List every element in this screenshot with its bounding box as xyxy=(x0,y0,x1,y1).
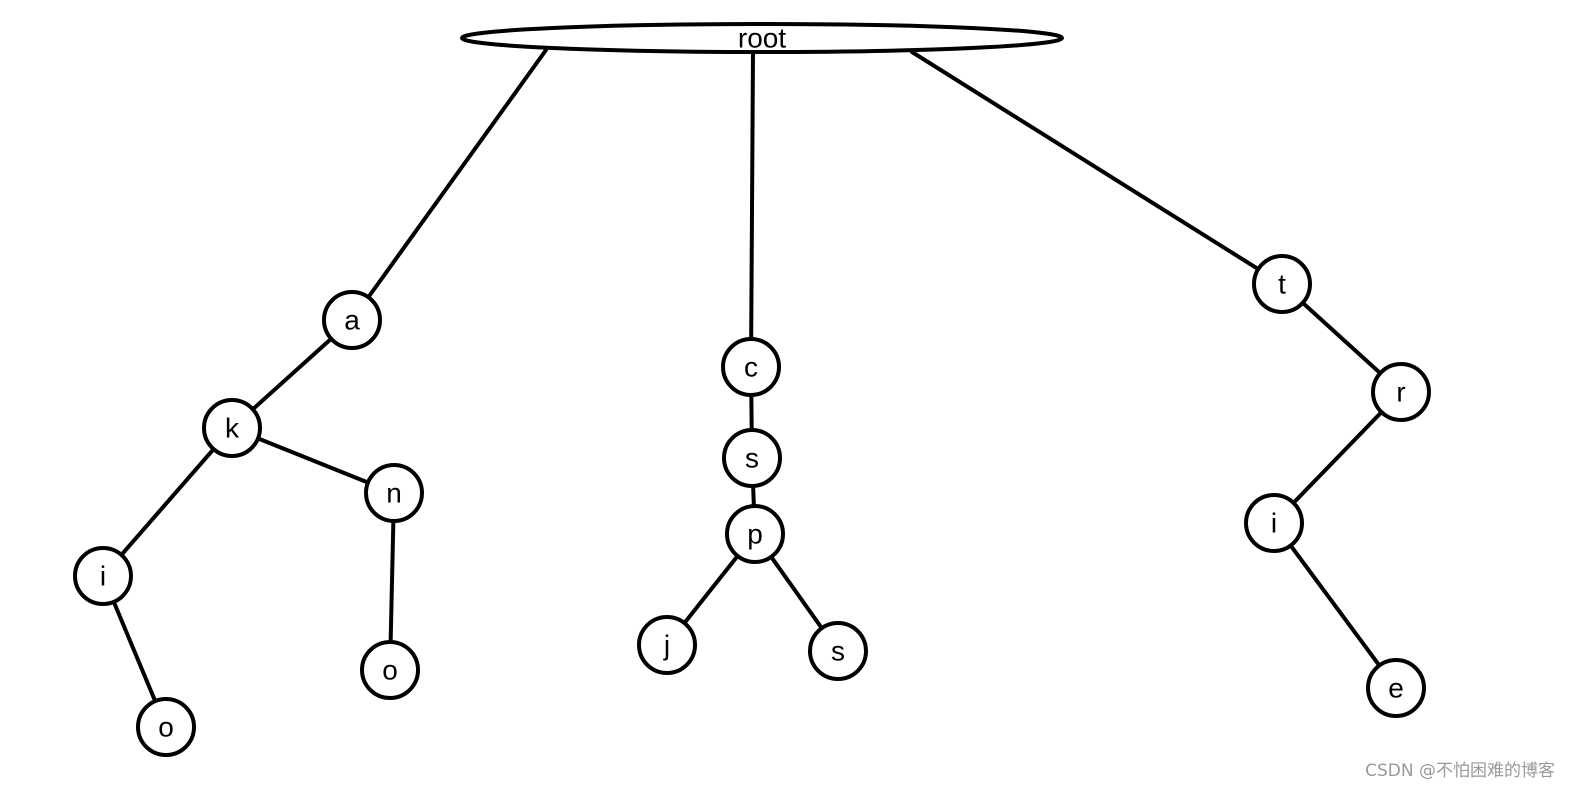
node-t-shape xyxy=(1252,254,1312,314)
node-i1-shape xyxy=(73,546,133,606)
node-n-shape xyxy=(364,463,424,523)
node-k-shape xyxy=(202,398,262,458)
node-s2-shape xyxy=(808,621,868,681)
node-e-shape xyxy=(1366,658,1426,718)
node-a-shape xyxy=(322,290,382,350)
node-k: k xyxy=(202,398,262,458)
node-e: e xyxy=(1366,658,1426,718)
node-s2-label: s xyxy=(831,636,845,667)
node-p: p xyxy=(725,504,785,564)
node-i2: i xyxy=(1244,493,1304,553)
node-e-label: e xyxy=(1388,673,1404,704)
node-o1-label: o xyxy=(158,712,174,743)
node-s1-label: s xyxy=(745,443,759,474)
edge-root-t xyxy=(910,50,1284,286)
node-j-shape xyxy=(637,615,697,675)
node-s2: s xyxy=(808,621,868,681)
edge-i2-e xyxy=(1272,521,1398,690)
node-c-shape xyxy=(721,337,781,397)
node-j-label: j xyxy=(663,630,670,661)
node-i2-shape xyxy=(1244,493,1304,553)
node-o2: o xyxy=(360,640,420,700)
node-o1: o xyxy=(136,697,196,757)
node-root: root xyxy=(460,22,1064,54)
node-n-label: n xyxy=(386,478,402,509)
node-layer: root a k i o n o c s p j s t r i e xyxy=(73,22,1431,757)
edge-r-i2 xyxy=(1272,390,1403,525)
node-j: j xyxy=(637,615,697,675)
node-root-shape xyxy=(460,22,1064,54)
node-c-label: c xyxy=(744,352,758,383)
node-s1-shape xyxy=(722,428,782,488)
node-r-shape xyxy=(1371,362,1431,422)
edge-root-a xyxy=(350,48,548,322)
node-r-label: r xyxy=(1396,377,1405,408)
csdn-watermark: CSDN @不怕困难的博客 xyxy=(1365,761,1555,781)
node-p-label: p xyxy=(747,519,763,550)
edge-k-i1 xyxy=(101,426,234,578)
node-p-shape xyxy=(725,504,785,564)
node-a: a xyxy=(322,290,382,350)
node-s1: s xyxy=(722,428,782,488)
node-n: n xyxy=(364,463,424,523)
node-i1: i xyxy=(73,546,133,606)
edge-root-c xyxy=(749,50,755,369)
node-a-label: a xyxy=(344,305,360,336)
node-c: c xyxy=(721,337,781,397)
node-root-label: root xyxy=(738,23,786,54)
node-t: t xyxy=(1252,254,1312,314)
node-r: r xyxy=(1371,362,1431,422)
node-o1-shape xyxy=(136,697,196,757)
node-t-label: t xyxy=(1278,269,1286,300)
node-k-label: k xyxy=(225,413,240,444)
node-o2-shape xyxy=(360,640,420,700)
node-o2-label: o xyxy=(382,655,398,686)
node-i2-label: i xyxy=(1271,508,1277,539)
node-i1-label: i xyxy=(100,561,106,592)
